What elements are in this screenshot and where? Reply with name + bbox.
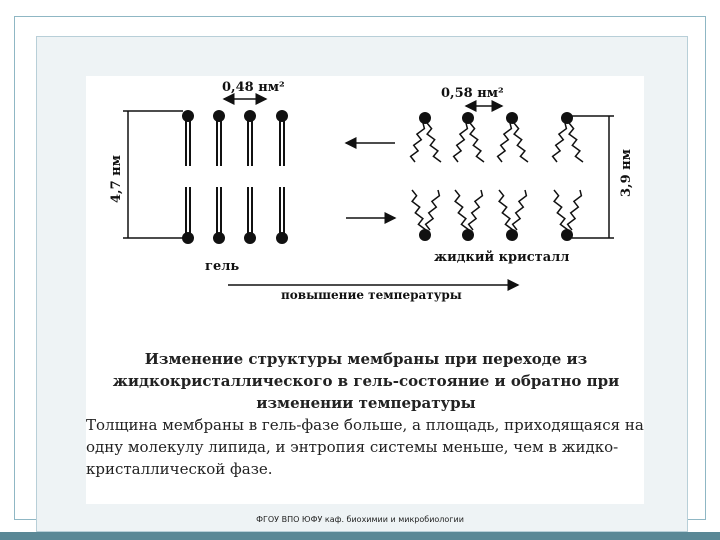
lipid-head: [182, 232, 194, 244]
lipid-tail: [498, 189, 514, 231]
lipid-head: [462, 112, 474, 124]
temperature-label: повышение температуры: [281, 288, 462, 302]
gel-area-marker: 0,48 нм²: [222, 80, 285, 105]
caption: Изменение структуры мембраны при переход…: [86, 348, 646, 480]
footer: ФГОУ ВПО ЮФУ каф. биохимии и микробиолог…: [256, 515, 464, 524]
lipid-tail: [424, 189, 441, 231]
liquid-area-marker: 0,58 нм²: [441, 86, 504, 112]
lipid-head: [419, 112, 431, 124]
lipid-tail: [426, 122, 442, 163]
bottom-band: [0, 532, 720, 540]
lipid-tail: [566, 189, 583, 231]
lipid-tail: [496, 122, 513, 163]
lipid-head: [213, 110, 225, 122]
lipid-head: [244, 232, 256, 244]
lipid-tail: [467, 189, 484, 231]
lipid-tail: [568, 122, 584, 163]
liquid-area-label: 0,58 нм²: [441, 86, 504, 101]
lipid-head: [561, 112, 573, 124]
gel-phase-lipids: [182, 110, 288, 244]
lipid-tail: [469, 122, 485, 163]
lipid-tail: [511, 189, 528, 231]
lipid-head: [506, 229, 518, 241]
lipid-tail: [411, 189, 427, 231]
temperature-arrow: повышение температуры: [228, 279, 520, 302]
lipid-tail: [454, 189, 470, 231]
lipid-tail: [553, 189, 569, 231]
gel-thickness-label: 4,7 нм: [109, 155, 124, 203]
lipid-head: [213, 232, 225, 244]
gel-area-label: 0,48 нм²: [222, 80, 285, 95]
lipid-head: [506, 112, 518, 124]
lipid-head: [182, 110, 194, 122]
liquid-crystal-label: жидкий кристалл: [434, 250, 569, 265]
gel-thickness-marker: 4,7 нм: [109, 110, 183, 239]
content-panel: [86, 76, 644, 504]
lipid-head: [419, 229, 431, 241]
caption-body: Толщина мембраны в гель-фазе больше, а п…: [86, 416, 644, 478]
lipid-head: [462, 229, 474, 241]
lipid-head: [276, 110, 288, 122]
lipid-head: [244, 110, 256, 122]
lipid-tail: [513, 122, 529, 163]
lipid-tail: [409, 122, 426, 163]
membrane-phase-diagram: 0,48 нм² 4,7 нм гель 0,58 нм² 3,9 нм жид…: [109, 80, 634, 302]
liquid-crystal-lipids: [409, 112, 584, 241]
transition-arrows: [344, 137, 397, 224]
lipid-head: [276, 232, 288, 244]
lipid-tail: [452, 122, 469, 163]
lipid-head: [561, 229, 573, 241]
liquid-thickness-marker: 3,9 нм: [572, 115, 634, 239]
caption-title: Изменение структуры мембраны при переход…: [112, 350, 620, 412]
lipid-tail: [551, 122, 568, 163]
gel-label: гель: [205, 259, 239, 274]
liquid-thickness-label: 3,9 нм: [619, 149, 634, 197]
